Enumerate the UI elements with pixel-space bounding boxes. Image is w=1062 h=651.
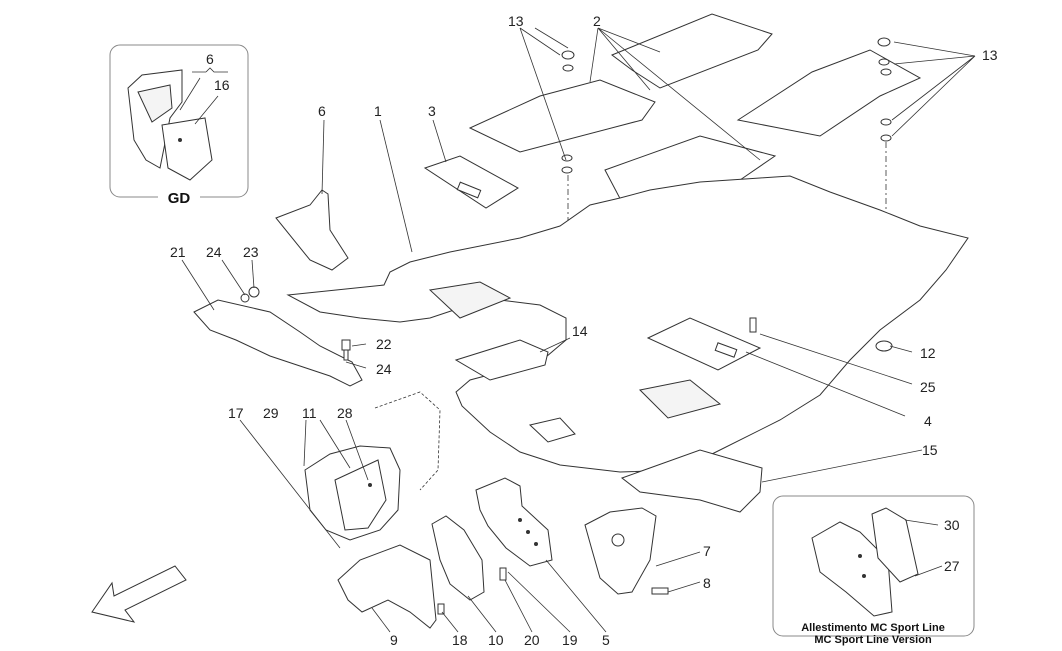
callout-12: 12 [920,345,936,361]
main-floor-carpet [286,175,969,473]
gd-callout-6: 6 [206,51,214,67]
callout-24-bottom: 24 [376,361,392,377]
direction-arrow-icon [91,565,187,623]
callout-7: 7 [703,543,711,559]
callout-25: 25 [920,379,936,395]
inset-mc-sport-line: Allestimento MC Sport Line MC Sport Line… [772,495,975,646]
inset-gd-title: GD [168,190,191,207]
mat-clip-group-left [561,50,575,268]
side-cover [275,189,349,271]
callout-15: 15 [922,442,938,458]
callout-4: 4 [924,413,932,429]
callout-2: 2 [593,13,601,29]
left-support-bracket [193,286,363,387]
callout-13-right: 13 [982,47,998,63]
mc-caption-line2: MC Sport Line Version [814,634,932,646]
callout-22: 22 [376,336,392,352]
callout-21: 21 [170,244,186,260]
callout-18: 18 [452,632,468,648]
center-access-panel [646,317,762,371]
callout-1: 1 [374,103,382,119]
leader-lines [181,27,976,633]
callout-29: 29 [263,405,279,421]
fastener-25 [749,317,757,333]
callout-20: 20 [524,632,540,648]
callout-8: 8 [703,575,711,591]
fastener-12 [875,340,893,352]
sill-trim-left [454,339,549,381]
mc-caption-line1: Allestimento MC Sport Line [801,622,945,634]
screw-22 [341,339,351,361]
callout-23: 23 [243,244,259,260]
callout-17: 17 [228,405,244,421]
callout-28: 28 [337,405,353,421]
access-panel [423,155,519,209]
callout-11: 11 [302,405,317,421]
bracket-7 [584,507,657,595]
callout-6: 6 [318,103,326,119]
bracket-10 [431,515,485,601]
callout-27: 27 [944,558,960,574]
callout-19: 19 [562,632,578,648]
callout-24-top: 24 [206,244,222,260]
callout-30: 30 [944,517,960,533]
floor-mat-rear-left [468,79,656,153]
bracket-9 [337,544,437,629]
callout-5: 5 [602,632,610,648]
callout-10: 10 [488,632,504,648]
callout-3: 3 [428,103,436,119]
inset-gd: GD 6 16 [109,44,249,207]
callout-labels: 13 2 13 6 1 3 21 24 23 22 24 14 12 25 4 … [170,13,998,648]
floor-mat-front-left [610,13,773,89]
bracket-5 [475,477,553,567]
side-panel-left [304,391,441,541]
screw-20 [499,567,507,581]
callout-13-left: 13 [508,13,524,29]
gd-callout-16: 16 [214,77,230,93]
callout-14: 14 [572,323,588,339]
floor-mat-front-right [736,49,922,137]
screw-18 [437,603,445,615]
sill-trim-right [620,449,763,513]
callout-9: 9 [390,632,398,648]
screw-8 [651,587,669,595]
gd-floor-panel [127,69,213,181]
